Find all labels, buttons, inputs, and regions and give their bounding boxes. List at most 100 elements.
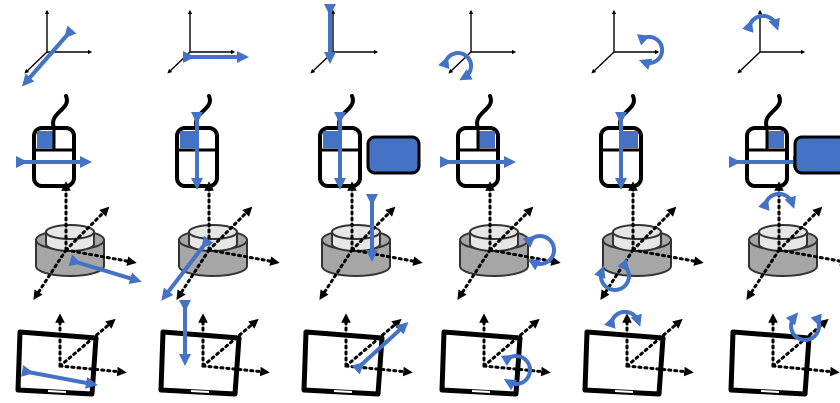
tablet-gesture-arrow — [351, 321, 409, 375]
puck-y-axis — [207, 206, 253, 252]
ctrl-key — [793, 135, 840, 175]
x-axis-arrow — [167, 51, 191, 74]
column-4 — [438, 9, 561, 397]
x-axis-arrow — [591, 51, 615, 74]
x-axis-arrow — [737, 51, 761, 74]
tablet-device — [15, 313, 127, 397]
axis-triad — [591, 9, 665, 74]
puck-controller — [161, 181, 280, 301]
mouse-left-button — [180, 131, 197, 148]
tablet-gesture-arrow — [500, 354, 532, 391]
rotation-arrow-x — [438, 51, 473, 81]
tablet-home-button — [471, 390, 491, 393]
tablet-x-axis — [771, 364, 840, 377]
mouse-right-button — [621, 131, 638, 148]
puck-y-axis — [350, 206, 396, 252]
puck-x-axis — [631, 248, 704, 266]
tablet-device — [728, 312, 840, 397]
ctrl-key — [366, 135, 421, 175]
puck-depth-axis — [746, 248, 781, 301]
puck-cap-top — [758, 224, 808, 240]
puck-x-axis — [777, 248, 840, 266]
puck-depth-axis — [33, 248, 68, 301]
puck-depth-axis — [319, 248, 354, 301]
column-1 — [15, 9, 142, 397]
tablet-y-axis — [58, 318, 116, 368]
puck-controller — [594, 181, 704, 301]
puck-controller — [319, 181, 423, 301]
column-3 — [301, 4, 423, 397]
mouse-icon — [729, 94, 805, 188]
mouse-right-button — [478, 131, 495, 148]
axis-triad — [22, 9, 93, 87]
puck-cap-top — [45, 224, 95, 240]
mouse-cord — [475, 94, 493, 130]
column-6 — [728, 9, 840, 397]
tablet-frame — [15, 329, 99, 397]
axis-triad — [310, 4, 379, 74]
tablet-home-button — [190, 390, 210, 393]
puck-motion-arrow — [161, 235, 214, 301]
tablet-frame — [439, 329, 523, 397]
mouse-left-button — [323, 131, 340, 148]
puck-rotation-arrow — [758, 191, 796, 211]
tablet-y-axis — [771, 318, 829, 368]
tablet-home-button — [333, 390, 353, 393]
tablet-home-button — [760, 390, 780, 393]
puck-rotation-arrow — [594, 258, 631, 292]
rotation-arrow-y — [636, 34, 665, 70]
column-2 — [158, 9, 280, 397]
puck-y-axis — [631, 206, 677, 252]
column-5 — [582, 9, 704, 397]
axis-triad — [438, 9, 517, 81]
mouse-cord — [51, 94, 69, 130]
mouse-right-button — [767, 131, 784, 148]
tablet-frame — [158, 329, 242, 397]
tablet-gesture-arrow — [604, 309, 642, 329]
tablet-y-axis — [482, 318, 540, 368]
puck-y-axis — [64, 206, 110, 252]
ctrl-key-cap — [366, 135, 421, 175]
puck-depth-axis — [457, 248, 492, 301]
puck-cap-top — [612, 224, 662, 240]
tablet-home-button — [47, 390, 67, 393]
tablet-frame — [582, 329, 666, 397]
mouse-icon — [16, 94, 92, 188]
tablet-frame — [301, 329, 385, 397]
mouse-icon — [599, 94, 643, 190]
puck-x-axis — [207, 248, 280, 266]
puck-controller — [33, 181, 142, 301]
mouse-icon — [318, 94, 362, 190]
puck-controller — [457, 181, 561, 301]
mouse-left-button — [37, 131, 54, 148]
puck-x-axis — [350, 248, 423, 266]
mouse-cord — [764, 94, 782, 130]
axis-triad — [167, 9, 249, 74]
tablet-gesture-arrow — [20, 364, 98, 389]
puck-rotation-arrow — [522, 234, 556, 271]
tablet-y-axis — [625, 318, 683, 368]
axis-triad — [737, 9, 806, 74]
ctrl-key-cap — [793, 135, 840, 175]
rotation-arrow-z — [742, 13, 780, 33]
puck-controller — [746, 181, 840, 301]
motion-arrow-x — [22, 25, 77, 87]
puck-y-axis — [777, 206, 823, 252]
puck-y-axis — [488, 206, 534, 252]
puck-cap-top — [469, 224, 519, 240]
tablet-x-axis — [201, 364, 270, 377]
tablet-device — [439, 313, 551, 397]
mouse-icon — [175, 94, 219, 190]
tablet-device — [582, 309, 694, 397]
mouse-icon — [440, 94, 516, 188]
puck-x-axis — [488, 248, 561, 266]
tablet-frame — [728, 329, 812, 397]
tablet-home-button — [614, 390, 634, 393]
tablet-gesture-arrow — [785, 312, 822, 342]
tablet-device — [301, 313, 413, 397]
puck-motion-arrow — [68, 254, 142, 285]
tablet-device — [158, 300, 270, 397]
tablet-x-axis — [625, 364, 694, 377]
tablet-y-axis — [201, 318, 259, 368]
